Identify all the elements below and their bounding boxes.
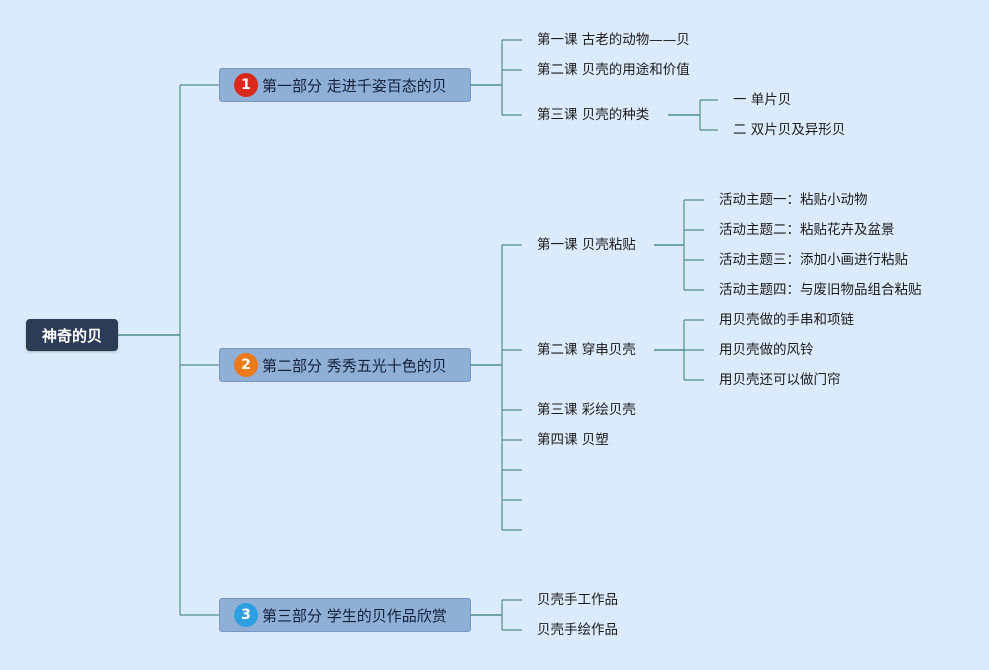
- topic-2-2-1[interactable]: 用贝壳做的手串和项链: [719, 312, 854, 328]
- lesson-2-2[interactable]: 第二课 穿串贝壳: [537, 342, 636, 358]
- lesson-1-2[interactable]: 第二课 贝壳的用途和价值: [537, 62, 690, 78]
- topic-2-1-4[interactable]: 活动主题四：与废旧物品组合粘贴: [719, 282, 922, 298]
- topic-1-3-1[interactable]: 一 单片贝: [733, 92, 792, 108]
- topic-2-2-3[interactable]: 用贝壳还可以做门帘: [719, 372, 841, 388]
- topic-2-1-2[interactable]: 活动主题二：粘贴花卉及盆景: [719, 222, 895, 238]
- root-label: 神奇的贝: [41, 326, 102, 345]
- part-node-1[interactable]: 1 第一部分 走进千姿百态的贝: [219, 68, 471, 102]
- lesson-2-4[interactable]: 第四课 贝塑: [537, 432, 609, 448]
- lesson-1-1[interactable]: 第一课 古老的动物——贝: [537, 32, 690, 48]
- lesson-2-1[interactable]: 第一课 贝壳粘贴: [537, 237, 636, 253]
- number-badge-3: 3: [234, 603, 258, 627]
- root-node[interactable]: 神奇的贝: [26, 319, 118, 351]
- topic-2-2-2[interactable]: 用贝壳做的风铃: [719, 342, 814, 358]
- part-node-3[interactable]: 3 第三部分 学生的贝作品欣赏: [219, 598, 471, 632]
- number-badge-1: 1: [234, 73, 258, 97]
- part-label-2: 第二部分 秀秀五光十色的贝: [262, 356, 447, 375]
- topic-2-1-1[interactable]: 活动主题一：粘贴小动物: [719, 192, 868, 208]
- item-3-2[interactable]: 贝壳手绘作品: [537, 622, 618, 638]
- topic-2-1-3[interactable]: 活动主题三：添加小画进行粘贴: [719, 252, 908, 268]
- topic-1-3-2[interactable]: 二 双片贝及异形贝: [733, 122, 846, 138]
- lesson-2-3[interactable]: 第三课 彩绘贝壳: [537, 402, 636, 418]
- number-badge-2: 2: [234, 353, 258, 377]
- part-label-3: 第三部分 学生的贝作品欣赏: [262, 606, 447, 625]
- part-label-1: 第一部分 走进千姿百态的贝: [262, 76, 447, 95]
- item-3-1[interactable]: 贝壳手工作品: [537, 592, 618, 608]
- lesson-1-3[interactable]: 第三课 贝壳的种类: [537, 107, 650, 123]
- part-node-2[interactable]: 2 第二部分 秀秀五光十色的贝: [219, 348, 471, 382]
